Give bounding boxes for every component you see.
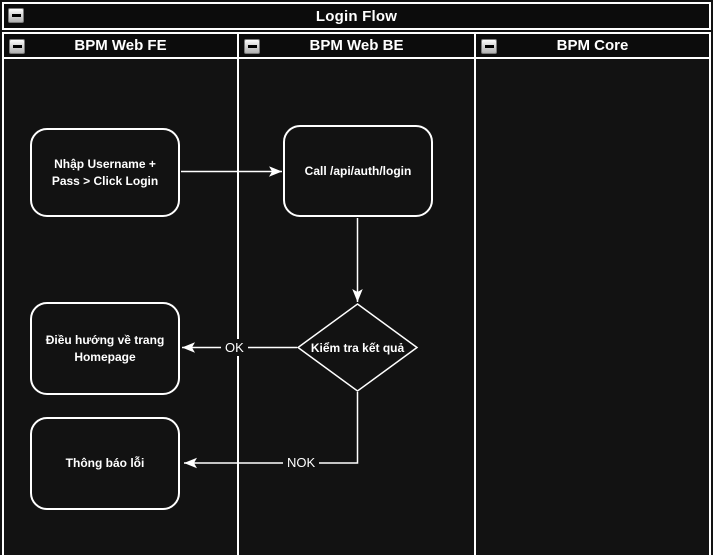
edge-label-nok[interactable]: NOK: [283, 454, 320, 471]
node-label: Điều hướng về trang Homepage: [45, 333, 165, 364]
minus-glyph: [12, 45, 22, 48]
lane-header-bpm-core[interactable]: BPM Core: [474, 32, 711, 59]
lane-collapse-minus-icon[interactable]: [9, 39, 25, 54]
minus-glyph: [484, 45, 494, 48]
lane-collapse-minus-icon[interactable]: [244, 39, 260, 54]
node-navigate-homepage[interactable]: Điều hướng về trang Homepage: [30, 302, 180, 395]
minus-glyph: [247, 45, 257, 48]
lane-header-bpm-web-fe[interactable]: BPM Web FE: [2, 32, 239, 59]
node-error-message[interactable]: Thông báo lỗi: [30, 417, 180, 510]
node-label: Nhập Username + Pass > Click Login: [51, 157, 159, 188]
edge-check-nok[interactable]: [184, 392, 359, 469]
node-label: Call /api/auth/login: [304, 163, 412, 178]
edge-label-ok[interactable]: OK: [221, 339, 248, 356]
pool-title: Login Flow: [315, 7, 398, 25]
lane-label: BPM Core: [556, 37, 629, 54]
lane-label: BPM Web BE: [309, 37, 404, 54]
node-login-input[interactable]: Nhập Username + Pass > Click Login: [30, 128, 180, 217]
pool-title-bar[interactable]: Login Flow: [2, 2, 711, 30]
node-label: Thông báo lỗi: [65, 456, 145, 471]
pool-right-border: [709, 59, 711, 555]
lane-label: BPM Web FE: [74, 37, 167, 54]
decision-check-result-shape[interactable]: [296, 303, 419, 392]
minus-glyph: [11, 14, 21, 17]
decision-check-result-label[interactable]: Kiểm tra kết quả: [296, 330, 419, 365]
pool-collapse-minus-icon[interactable]: [8, 8, 24, 23]
node-label: Kiểm tra kết quả: [310, 340, 405, 355]
lane-collapse-minus-icon[interactable]: [481, 39, 497, 54]
node-call-api[interactable]: Call /api/auth/login: [283, 125, 433, 217]
lane-divider: [237, 59, 239, 555]
lane-header-bpm-web-be[interactable]: BPM Web BE: [237, 32, 476, 59]
lane-divider: [474, 59, 476, 555]
pool-left-border: [2, 59, 4, 555]
